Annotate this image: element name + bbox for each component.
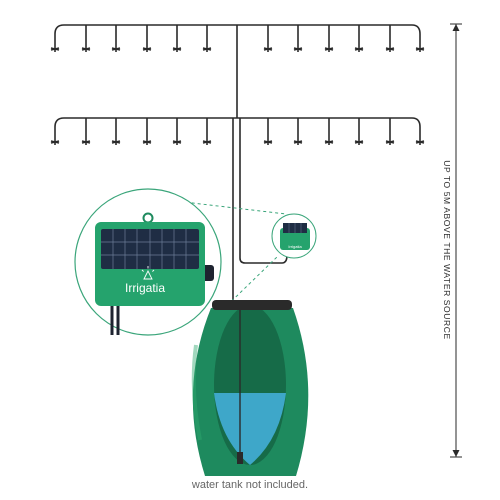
drip-row-bottom: [54, 117, 421, 145]
caption: water tank not included.: [191, 479, 309, 491]
small-device: [271, 213, 317, 259]
dripper-icon: [50, 47, 425, 51]
water-tank-icon: [191, 300, 309, 476]
height-label: UP TO 5M ABOVE THE WATER SOURCE: [442, 160, 452, 340]
feed-pipes: [232, 25, 288, 313]
brand-logo-text-small: Irrigatia: [288, 244, 302, 249]
brand-logo-text: Irrigatia: [124, 281, 165, 295]
magnified-device: [74, 188, 222, 336]
zoom-connector-lines: [149, 197, 287, 323]
sun-logo-icon: [141, 266, 155, 280]
drip-row-top: [54, 24, 421, 52]
dripper-icon: [50, 140, 425, 144]
height-dimension-arrow: [450, 23, 462, 458]
